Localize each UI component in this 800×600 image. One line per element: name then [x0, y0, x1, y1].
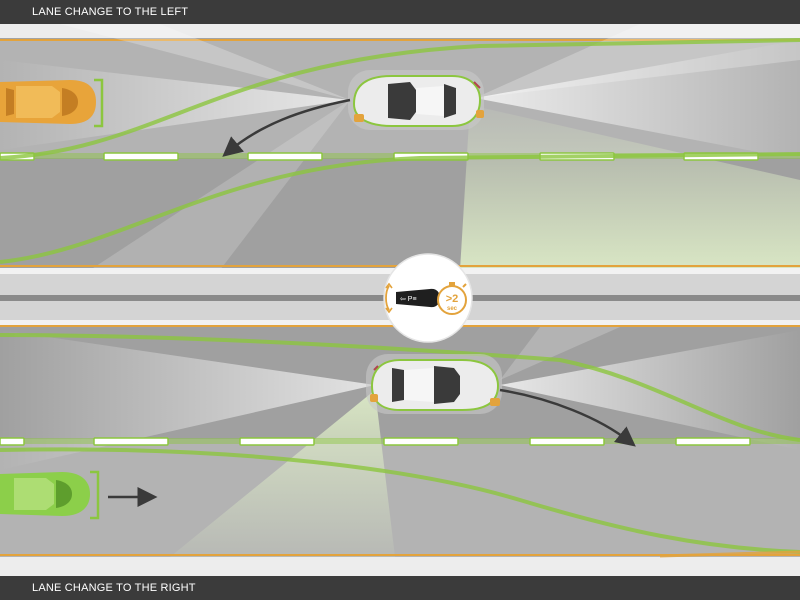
footer-band: LANE CHANGE TO THE RIGHT — [0, 576, 800, 600]
top-ego-car — [348, 70, 484, 130]
top-detection-bracket — [94, 78, 104, 128]
bottom-rear-sensor-cone — [0, 330, 375, 470]
bottom-lane-curve-upper — [0, 333, 800, 442]
timer-unit: sec — [447, 306, 458, 312]
bottom-green-zone — [170, 390, 395, 557]
footer-title: LANE CHANGE TO THE RIGHT — [32, 582, 196, 594]
stalk-label: ⇦ P≡ — [400, 296, 417, 303]
top-green-zone — [460, 105, 800, 270]
bottom-ego-car — [366, 354, 502, 414]
bottom-trajectory-arrow — [499, 388, 636, 447]
bottom-green-car — [0, 472, 90, 516]
stopwatch-icon: >2 sec — [437, 282, 467, 315]
activation-indicator: ⇦ P≡ >2 sec — [383, 253, 473, 343]
top-trajectory-arrow — [222, 98, 351, 157]
top-orange-car — [0, 80, 96, 124]
turn-signal-stalk-icon: ⇦ P≡ — [385, 282, 440, 314]
bottom-lane-dashes — [0, 437, 751, 446]
top-front-sensor-cone — [475, 40, 800, 160]
top-rear-sensor-cone — [0, 60, 350, 150]
timer-value: >2 — [446, 293, 459, 305]
header-band: LANE CHANGE TO THE LEFT — [0, 0, 800, 24]
header-title: LANE CHANGE TO THE LEFT — [32, 6, 189, 18]
top-lane-curve-lower — [0, 152, 800, 264]
bottom-detection-bracket — [90, 470, 100, 520]
top-road — [0, 24, 800, 274]
bottom-road — [0, 327, 800, 576]
bottom-lane-curve-lower — [0, 447, 800, 554]
top-lane-curve-upper — [0, 38, 800, 160]
